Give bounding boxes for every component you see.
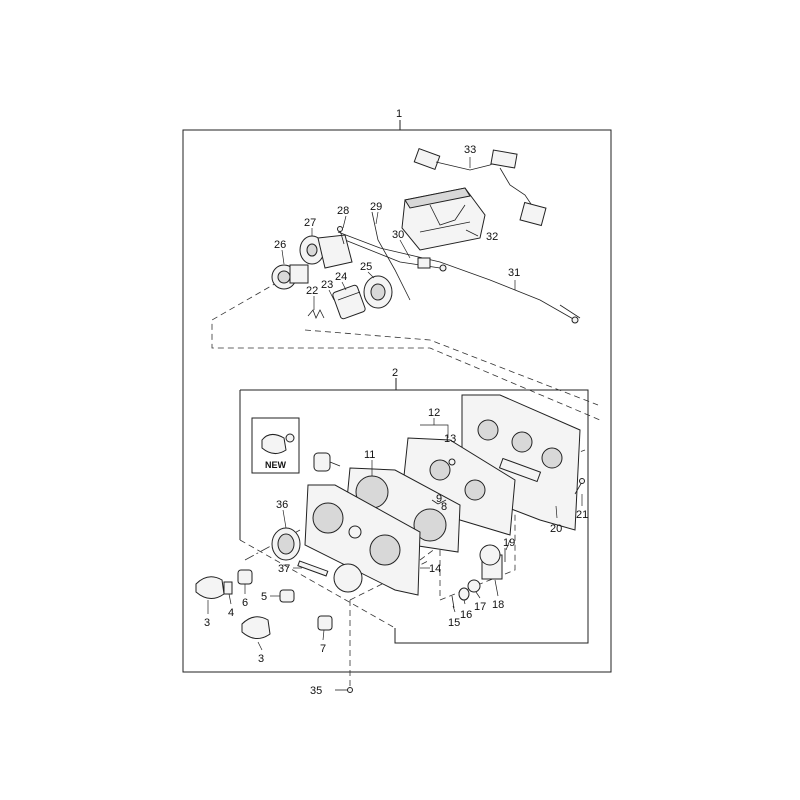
callout-6: 6 [242, 597, 248, 609]
assembly-frame-2 [239, 378, 589, 644]
callout-9: 9 [436, 493, 442, 505]
part-17 [467, 579, 481, 593]
knob-3b [241, 616, 271, 639]
knob-10 [313, 452, 341, 472]
callout-32: 32 [486, 231, 498, 243]
gear-25 [363, 275, 393, 309]
part-16 [458, 587, 470, 601]
callout-26: 26 [274, 239, 286, 251]
knob-base-26 [271, 264, 309, 290]
callout-14: 14 [429, 563, 441, 575]
harness-33 [413, 148, 547, 227]
ring-34 [333, 563, 363, 593]
knob-insert-6 [237, 569, 253, 585]
callout-25: 25 [360, 261, 372, 273]
ring-36 [271, 527, 301, 561]
callout-13: 13 [444, 433, 456, 445]
new-badge: NEW [265, 460, 287, 470]
callout-4: 4 [228, 607, 234, 619]
callout-33: 33 [464, 144, 476, 156]
front-panel-14 [304, 484, 421, 596]
callout-23: 23 [321, 279, 333, 291]
callout-20: 20 [550, 523, 562, 535]
spring-22 [307, 309, 325, 319]
screw-9 [431, 499, 439, 505]
callout-36: 36 [276, 499, 288, 511]
callout-37: 37 [278, 563, 290, 575]
callout-18: 18 [492, 599, 504, 611]
callout-11: 11 [364, 449, 375, 461]
callout-29: 29 [370, 201, 382, 213]
callout-2: 2 [392, 367, 398, 379]
bulb-13 [448, 458, 456, 466]
bezel-11 [344, 467, 461, 553]
callout-17: 17 [474, 601, 486, 613]
callout-28: 28 [337, 205, 349, 217]
callout-12: 12 [428, 407, 440, 419]
callout-5: 5 [261, 591, 267, 603]
callout-15: 15 [448, 617, 460, 629]
knob-insert-5 [279, 589, 295, 603]
callout-22: 22 [306, 285, 318, 297]
cable-29-31 [337, 211, 581, 324]
leader-lines [207, 157, 583, 651]
callout-7: 7 [320, 643, 326, 655]
callout-21: 21 [576, 509, 588, 521]
knob-insert-7 [317, 615, 333, 631]
callout-8: 8 [441, 501, 447, 513]
screw-28 [337, 226, 345, 245]
new-knob-box [251, 417, 300, 474]
screw-21 [574, 478, 585, 495]
callout-19: 19 [503, 537, 515, 549]
motor-24 [332, 284, 366, 320]
callout-24: 24 [335, 271, 347, 283]
clip-4 [223, 581, 233, 595]
clip-37 [297, 560, 329, 577]
circuit-board-12 [401, 437, 516, 536]
resistor-18 [479, 544, 503, 580]
callout-16: 16 [460, 609, 472, 621]
callout-labels: 1 33 32 27 28 29 30 31 26 24 25 23 22 2 … [204, 108, 588, 697]
knob-3a [195, 576, 225, 599]
control-unit-32 [401, 187, 486, 251]
actuator-27 [299, 234, 353, 269]
callout-1: 1 [396, 108, 402, 120]
callout-27: 27 [304, 217, 316, 229]
pin-15 [451, 595, 455, 609]
screw-35 [335, 687, 353, 693]
assembly-frame-1 [182, 120, 612, 673]
callout-35: 35 [310, 685, 322, 697]
callout-31: 31 [508, 267, 520, 279]
callout-3b: 3 [258, 653, 264, 665]
callout-30: 30 [392, 229, 404, 241]
callout-3a: 3 [204, 617, 210, 629]
cable-30 [344, 239, 447, 272]
